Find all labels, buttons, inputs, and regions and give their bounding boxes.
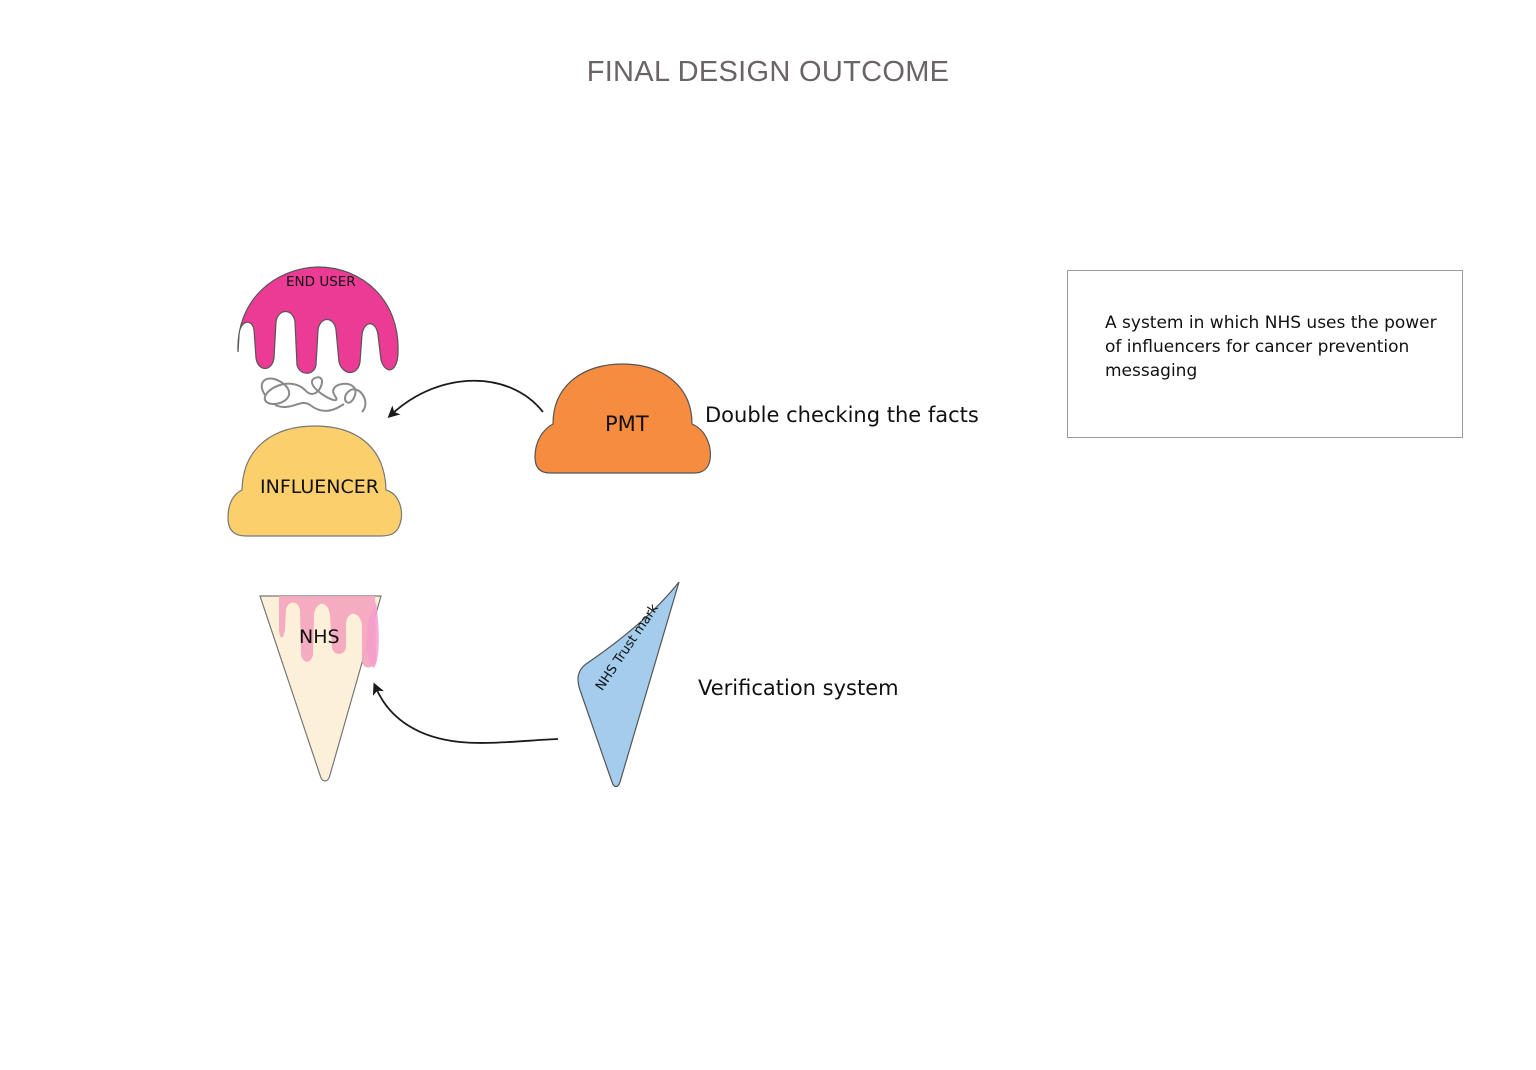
tangle-line (260, 376, 367, 413)
page-title: FINAL DESIGN OUTCOME (586, 56, 950, 88)
pmt-label: PMT (605, 412, 649, 436)
influencer-scoop (227, 425, 403, 537)
description-text: A system in which NHS uses the power of … (1105, 313, 1437, 381)
arrow-pmt-to-influencer (387, 379, 544, 419)
verification-label: Verification system (698, 676, 899, 700)
cone-drip-side (366, 602, 379, 668)
trust-mark-shape (577, 581, 680, 788)
nhs-cone (259, 595, 382, 782)
double-checking-label: Double checking the facts (705, 403, 979, 427)
end-user-label: END USER (286, 274, 356, 290)
pmt-scoop (534, 363, 711, 474)
nhs-label: NHS (299, 626, 340, 648)
arrow-verification-to-nhs (372, 682, 559, 744)
influencer-label: INFLUENCER (260, 476, 379, 498)
description-box: A system in which NHS uses the power of … (1067, 270, 1463, 438)
cone-drip (279, 596, 376, 668)
end-user-scoop (237, 266, 399, 374)
